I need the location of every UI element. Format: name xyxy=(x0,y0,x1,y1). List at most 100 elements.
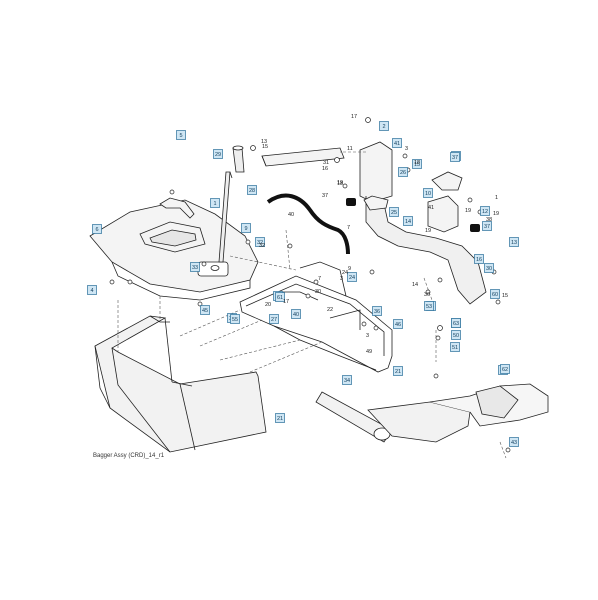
callout-number: 25 xyxy=(391,210,397,216)
callout-number: 62 xyxy=(502,367,508,373)
part-number-label: 32 xyxy=(259,243,265,249)
part-callout: 5 xyxy=(176,130,186,140)
part-number-label: 36 xyxy=(424,292,430,298)
part-number-label: 49 xyxy=(366,349,372,355)
part-callout: 37 xyxy=(482,221,492,231)
part-number-label: 17 xyxy=(351,114,357,120)
part-callout: 24 xyxy=(347,272,357,282)
part-callout: 14 xyxy=(403,216,413,226)
part-callout: 50 xyxy=(451,330,461,340)
callout-number: 55 xyxy=(232,317,238,323)
part-callout: 33 xyxy=(190,262,200,272)
part-number-label: 7 xyxy=(318,276,321,282)
callout-number: 51 xyxy=(452,345,458,351)
part-number-label: 40 xyxy=(288,212,294,218)
part-callout: 43 xyxy=(509,437,519,447)
callout-number: 29 xyxy=(215,152,221,158)
bag-frame xyxy=(239,261,393,373)
callout-number: 16 xyxy=(476,257,482,263)
knobs xyxy=(346,198,480,232)
part-callout: 21 xyxy=(393,366,403,376)
diagram-caption: Bagger Assy (CRD)_14_r1 xyxy=(93,453,165,459)
part-callout: 27 xyxy=(269,314,279,324)
part-number-label: 1 xyxy=(495,195,498,201)
part-number-label: 15 xyxy=(502,293,508,299)
callout-number: 63 xyxy=(453,321,459,327)
part-number-label: 30 xyxy=(315,289,321,295)
part-callout: 51 xyxy=(450,342,460,352)
part-callout: 62 xyxy=(500,364,510,374)
part-callout: 55 xyxy=(230,314,240,324)
callout-number: 1 xyxy=(213,201,216,207)
handle-rod xyxy=(218,145,245,263)
part-callout: 10 xyxy=(423,188,433,198)
callout-number: 15 xyxy=(414,162,420,168)
part-callout: 63 xyxy=(451,318,461,328)
part-number-label: 7 xyxy=(347,225,350,231)
part-number-label: 31 xyxy=(323,160,329,166)
part-callout: 46 xyxy=(393,319,403,329)
callout-number: 45 xyxy=(202,308,208,314)
callout-number: 46 xyxy=(395,322,401,328)
part-number-label: 19 xyxy=(337,180,343,186)
right-bracket-assembly xyxy=(359,141,487,305)
callout-number: 37 xyxy=(484,224,490,230)
part-number-label: 41 xyxy=(428,205,434,211)
part-callout: 13 xyxy=(509,237,519,247)
callout-number: 21 xyxy=(277,416,283,422)
part-callout: 1 xyxy=(210,198,220,208)
part-callout: 29 xyxy=(213,149,223,159)
callout-number: 61 xyxy=(277,295,283,301)
callout-number: 4 xyxy=(90,288,93,294)
bag-lid xyxy=(89,199,259,301)
callout-number: 13 xyxy=(511,240,517,246)
callout-number: 14 xyxy=(405,219,411,225)
deck-chute-handle xyxy=(315,383,549,443)
hardware xyxy=(109,117,511,453)
callout-number: 5 xyxy=(179,133,182,139)
part-number-label: 19 xyxy=(465,208,471,214)
callout-number: 10 xyxy=(425,191,431,197)
callout-number: 28 xyxy=(249,188,255,194)
callout-number: 40 xyxy=(293,312,299,318)
callout-number: 50 xyxy=(453,333,459,339)
part-callout: 30 xyxy=(484,263,494,273)
callout-number: 32 xyxy=(257,240,263,246)
top-bracket xyxy=(261,147,345,167)
part-callout: 15 xyxy=(412,159,422,169)
callout-number: 26 xyxy=(400,170,406,176)
part-callout: 36 xyxy=(372,306,382,316)
part-number-label: 20 xyxy=(265,302,271,308)
callout-number: 53 xyxy=(426,304,432,310)
dashed-guides xyxy=(117,151,507,459)
part-number-label: 24 xyxy=(342,270,348,276)
part-number-label: 18 xyxy=(414,160,420,166)
part-number-label: 19 xyxy=(425,228,431,234)
callout-number: 27 xyxy=(271,317,277,323)
part-callout: 40 xyxy=(291,309,301,319)
part-callout: 34 xyxy=(342,375,352,385)
callout-number: 36 xyxy=(374,309,380,315)
callout-number: 2 xyxy=(382,124,385,130)
part-number-label: 19 xyxy=(493,211,499,217)
part-callout: 26 xyxy=(398,167,408,177)
bent-bar xyxy=(266,193,350,255)
part-callout: 41 xyxy=(392,138,402,148)
part-number-label: 9 xyxy=(348,266,351,272)
part-callout: 60 xyxy=(490,289,500,299)
callout-number: 41 xyxy=(394,141,400,147)
part-callout: 6 xyxy=(92,224,102,234)
lid-clip xyxy=(159,197,195,219)
callout-number: 6 xyxy=(95,227,98,233)
part-number-label: 3 xyxy=(366,333,369,339)
callout-number: 30 xyxy=(486,266,492,272)
grass-bag xyxy=(94,315,267,453)
part-callout: 2 xyxy=(379,121,389,131)
part-number-label: 22 xyxy=(327,307,333,313)
part-callout: 53 xyxy=(424,301,434,311)
part-number-label: 3 xyxy=(340,276,343,282)
part-number-label: 38 xyxy=(486,217,492,223)
callout-number: 34 xyxy=(344,378,350,384)
